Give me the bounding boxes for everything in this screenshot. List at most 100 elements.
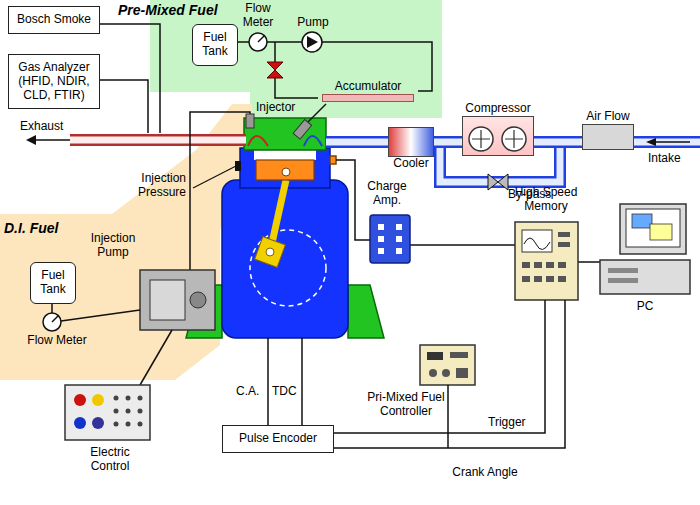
di-fuel-line-part [140,330,172,385]
flow-meter-gauge-part [258,36,264,42]
pipe-bore [534,139,582,146]
accumulator-body [322,94,414,102]
di-injection-line [190,112,250,270]
fuel-valve [267,62,283,78]
premixed-fuel-controller-part [427,352,443,360]
exhaust-pipe [26,135,246,145]
flow-meter-gauge-part [52,316,58,322]
premixed-fuel-controller [420,345,475,385]
high-speed-memory-part [515,222,578,300]
cylinder-head [244,118,326,150]
electric-control-panel-part [92,417,104,429]
electric-control-panel-part-part [126,409,131,414]
box-text: Bosch Smoke [12,13,96,27]
pressure-sensor [193,161,241,188]
encoder-signal-line-part [301,338,303,425]
box-text: Pulse Encoder [226,432,330,446]
high-speed-memory [515,222,578,300]
pipe-bore [434,139,462,146]
exhaust-pipe-part [70,137,246,144]
high-speed-memory-part-part [522,276,530,282]
air-flow-meter-body [582,124,634,150]
electric-control-panel-part-part [114,409,119,414]
high-speed-memory-part-part [522,262,530,268]
premixed-fuel-controller-part [442,369,450,377]
pipe-connector [434,142,462,143]
electric-control-panel-part [114,396,143,427]
di-fuel-region-part [0,104,252,380]
personal-computer-part [608,278,638,283]
electric-control-panel-part [65,385,150,440]
region-title: D.I. Fuel [4,220,84,236]
pipe-wall [434,136,462,148]
part-label: TDC [272,385,301,399]
part-label: Trigger [488,416,538,430]
encoder-signal-line-part [267,338,269,425]
fuel-valve-part [267,62,283,78]
intake-pipe-part [326,139,388,146]
compressor-wheel [469,127,493,151]
injection-pump-part [150,280,185,320]
analyzer-sample-line-part [100,80,148,133]
premixed-fuel-controller-part [420,345,475,385]
di-injector-part [246,114,254,128]
flow-meter-gauge [249,33,267,51]
part-label: C.A. [236,385,266,399]
part-label: Electric Control [75,446,145,474]
analyzer-box: Gas Analyzer (HFID, NDIR, CLD, FTIR) [8,54,100,109]
piston [254,150,316,180]
box-text: Fuel Tank [196,31,234,59]
piston-part [282,168,290,176]
analyzer-sample-line-part [100,24,160,133]
crankcase-part [222,180,348,338]
charge-signal-line-part [336,160,370,240]
encoder-signal-line-part [334,300,565,448]
bypass-pipe-part [488,174,508,190]
exhaust-pipe-part [34,139,70,141]
compressor-body [462,116,534,156]
charge-amplifier-part [370,215,410,263]
intake-pipe-part [654,141,690,143]
charge-amplifier-part [378,224,402,254]
encoder-signal-line-part [334,300,545,433]
charge-signal-line [330,156,600,262]
personal-computer [600,204,690,294]
di-fuel-line-part [61,310,140,321]
air-flow-meter: Air Flow [582,110,634,150]
box-text: Gas Analyzer (HFID, NDIR, CLD, FTIR) [12,61,96,102]
fuel-pump [302,32,322,52]
high-speed-memory-part-part [558,232,570,237]
intercooler-body [388,127,434,157]
compressor-blade [505,130,523,148]
electric-control-panel [65,385,150,440]
crankcase-part [250,230,326,306]
electric-control-panel-part [92,394,104,406]
part-label: High Speed Memory [506,186,586,214]
high-speed-memory-part-part [558,262,566,268]
personal-computer-part [620,204,686,254]
piston-part [254,150,316,160]
box-text: Cooler [388,157,434,171]
box-text: Compressor [462,102,534,116]
exhaust-pipe-part [70,134,246,146]
box-text: Air Flow [582,110,634,124]
electric-control-panel-part [74,417,86,429]
pressure-sensor-part [193,166,236,188]
electric-control-panel-part-part [126,422,131,427]
electric-control-panel-part-part [114,422,119,427]
analyzer-box: Bosch Smoke [8,6,100,34]
cylinder-head-part [304,136,322,146]
high-speed-memory-part-part [546,262,554,268]
premixed-fuel-controller-part [450,352,468,358]
high-speed-memory-part-part [534,262,542,268]
charge-amplifier-part-part [396,236,402,242]
part-label: Flow Meter [236,2,280,30]
high-speed-memory-part [522,230,552,252]
intake-pipe-part [326,136,388,148]
premixed-injector-part [293,120,311,140]
electric-control-panel-part-part [138,396,143,401]
high-speed-memory-part-part [534,276,542,282]
part-label: Injection Pump [84,232,142,260]
box-text: Fuel Tank [34,269,72,297]
charge-signal-line-part [578,261,600,263]
